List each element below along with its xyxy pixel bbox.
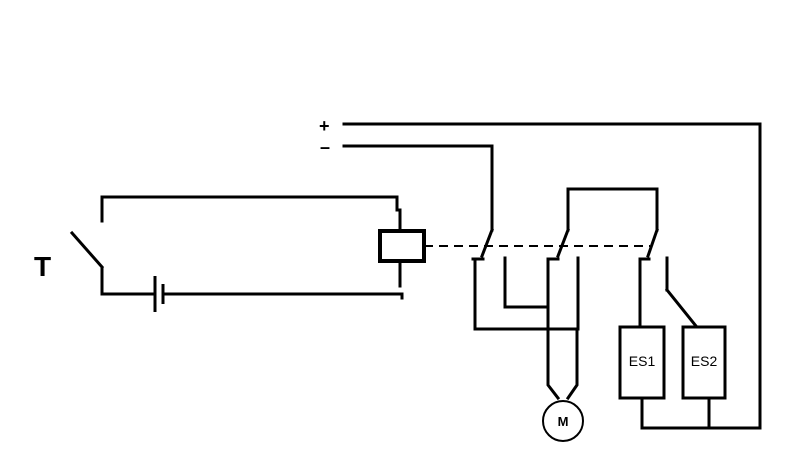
contact-3-blade <box>646 228 659 258</box>
minus-terminal-label: – <box>320 137 330 157</box>
control-top-wire <box>100 195 399 223</box>
switch-t-contact <box>69 230 105 270</box>
switch-label: T <box>34 251 51 282</box>
es2-feed-wire <box>664 287 699 329</box>
contact-1-blade <box>480 228 494 258</box>
contact-2-to-motor-wire <box>546 257 561 401</box>
motor-symbol <box>542 400 584 442</box>
es2-label: ES2 <box>691 353 718 369</box>
control-bottom-wire <box>164 292 404 300</box>
contact-1-to-motor-wire <box>473 257 579 401</box>
relay-coil <box>378 229 426 263</box>
contact-1-no-wire <box>503 256 550 309</box>
es1-label: ES1 <box>629 353 656 369</box>
es1-return-wire <box>640 396 762 430</box>
motor-label: M <box>558 414 569 429</box>
contact-2-blade <box>556 228 570 258</box>
minus-supply-wire <box>342 144 494 232</box>
es2-box <box>681 325 727 400</box>
contact-bridge-wire <box>566 187 659 232</box>
plus-terminal-label: + <box>319 116 330 136</box>
